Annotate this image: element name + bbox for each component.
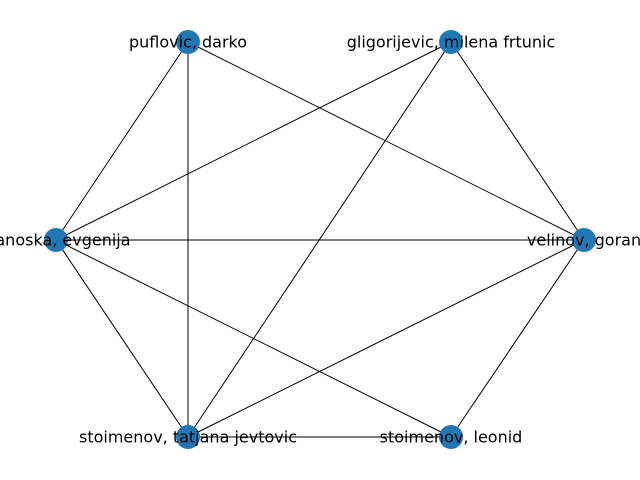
node-label-puflovic: puflovic, darko bbox=[129, 33, 247, 52]
node-label-ivanoska: ivanoska, evgenija bbox=[0, 231, 131, 250]
edge-puflovic-velinov bbox=[187, 41, 585, 241]
node-label-gligorijevic: gligorijevic, milena frtunic bbox=[347, 33, 556, 52]
edge-velinov-stoimenov_t bbox=[187, 239, 585, 438]
edge-puflovic-ivanoska bbox=[55, 41, 189, 241]
edge-gligorijevic-ivanoska bbox=[55, 41, 452, 241]
node-stoimenov_l bbox=[439, 425, 463, 449]
edge-ivanoska-stoimenov_l bbox=[55, 239, 452, 438]
node-layer bbox=[44, 30, 596, 449]
edge-gligorijevic-velinov bbox=[450, 41, 585, 241]
node-label-stoimenov_t: stoimenov, tatjana jevtovic bbox=[79, 428, 297, 447]
edge-velinov-stoimenov_l bbox=[450, 239, 585, 438]
node-velinov bbox=[572, 228, 596, 252]
edge-layer bbox=[55, 41, 585, 438]
node-ivanoska bbox=[44, 228, 68, 252]
edge-ivanoska-stoimenov_t bbox=[55, 239, 189, 438]
node-label-velinov: velinov, goran bbox=[527, 231, 640, 250]
node-gligorijevic bbox=[439, 30, 463, 54]
node-label-stoimenov_l: stoimenov, leonid bbox=[380, 428, 523, 447]
node-puflovic bbox=[176, 30, 200, 54]
node-stoimenov_t bbox=[176, 425, 200, 449]
label-layer: puflovic, darko gligorijevic, milena frtu… bbox=[0, 33, 640, 447]
